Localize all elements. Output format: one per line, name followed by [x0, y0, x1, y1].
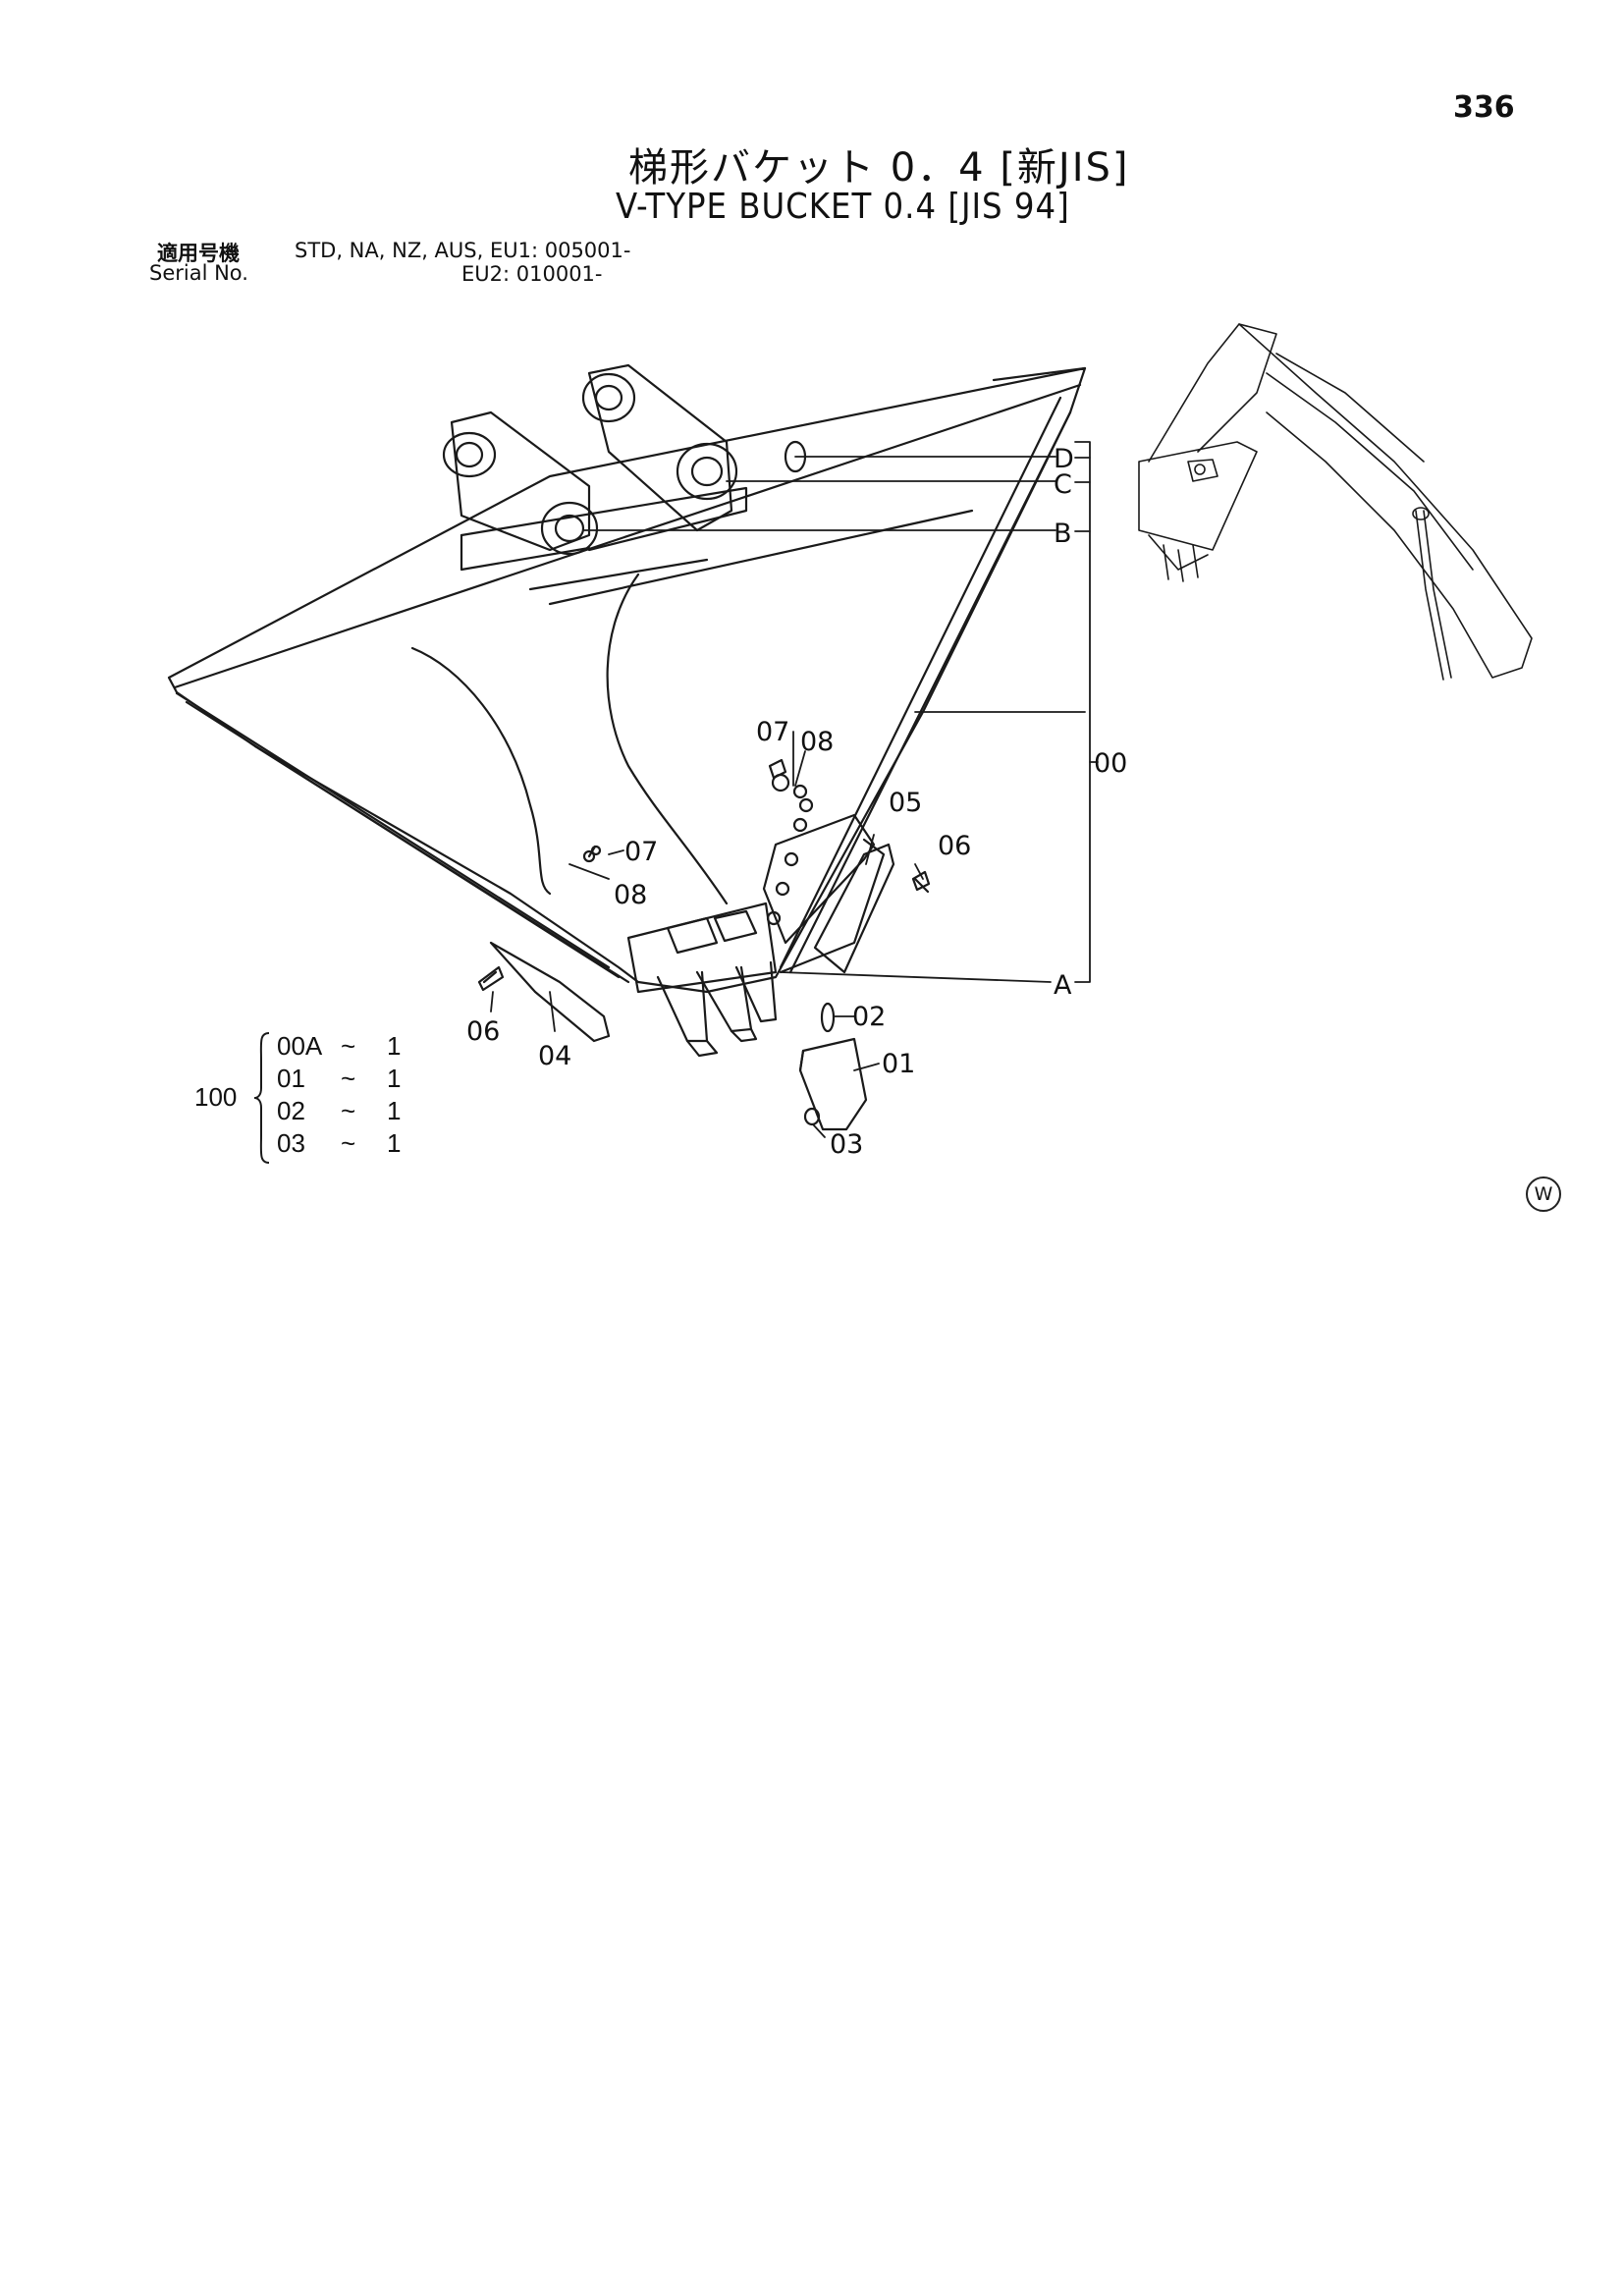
- callout-c: C: [1054, 469, 1072, 500]
- kit-item-part: 03: [277, 1128, 305, 1158]
- serial-range-line-1: STD, NA, NZ, AUS, EU1: 005001-: [295, 239, 631, 262]
- kit-item-qty: 1: [387, 1064, 402, 1093]
- leader-lines: [490, 441, 1099, 1138]
- callout-05: 05: [889, 788, 923, 818]
- callout-02: 02: [852, 1002, 887, 1032]
- bucket-teeth: [626, 902, 868, 1131]
- kit-brace: [253, 1032, 270, 1164]
- kit-item-part: 00A: [277, 1031, 323, 1061]
- kit-item-part: 01: [277, 1064, 305, 1093]
- kit-item-qty: 1: [387, 1096, 402, 1125]
- bucket-lugs: [442, 363, 807, 556]
- kit-item-sep: ~: [341, 1064, 356, 1093]
- callout-01: 01: [882, 1049, 916, 1079]
- callout-04: 04: [538, 1041, 572, 1071]
- kit-item-sep: ~: [341, 1128, 356, 1158]
- callout-06-left: 06: [466, 1016, 501, 1047]
- callout-b: B: [1054, 519, 1072, 549]
- kit-number: 100: [194, 1082, 238, 1112]
- callout-08-lower: 08: [614, 880, 648, 910]
- callout-assembly-00: 00: [1094, 748, 1128, 779]
- callout-07-upper: 07: [756, 717, 790, 747]
- kit-list: 00A ~ 1 01 ~ 1 02 ~ 1 03 ~ 1: [277, 1031, 414, 1169]
- kit-item-part: 02: [277, 1096, 305, 1125]
- callout-06-right: 06: [938, 831, 972, 861]
- callout-07-lower: 07: [624, 837, 659, 867]
- w-circle-logo: W: [1526, 1176, 1561, 1212]
- page-title-japanese: 梯形バケット 0．4 [新JIS]: [628, 145, 1130, 191]
- callout-08-upper: 08: [800, 727, 835, 757]
- bucket-body: [167, 366, 1087, 994]
- hardware-bolts: [477, 758, 931, 992]
- kit-item-sep: ~: [341, 1096, 356, 1125]
- callout-d: D: [1054, 444, 1074, 474]
- kit-item-qty: 1: [387, 1128, 402, 1158]
- kit-item-sep: ~: [341, 1031, 356, 1061]
- serial-label-japanese: 適用号機: [157, 242, 240, 265]
- callout-a: A: [1054, 970, 1072, 1001]
- excavator-thumbnail: [1138, 323, 1533, 681]
- serial-label-english: Serial No.: [149, 261, 248, 285]
- callout-03: 03: [830, 1129, 864, 1160]
- page-number: 336: [1453, 90, 1515, 125]
- serial-range-line-2: EU2: 010001-: [461, 262, 603, 286]
- page-title-english: V-TYPE BUCKET 0.4 [JIS 94]: [616, 187, 1070, 227]
- kit-item-qty: 1: [387, 1031, 402, 1061]
